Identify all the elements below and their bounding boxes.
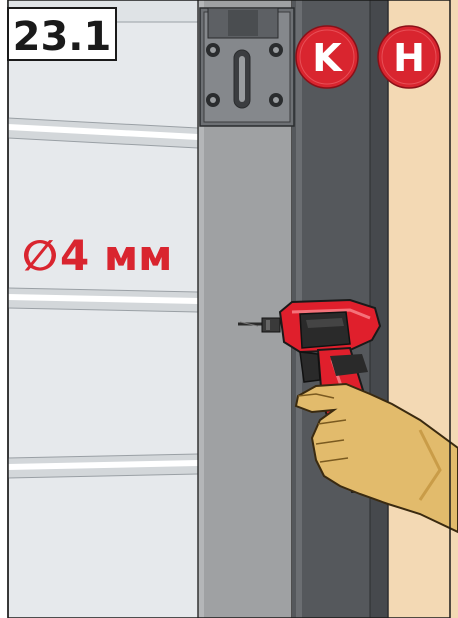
badge-h: H (378, 26, 440, 88)
step-number-box: 23.1 (8, 8, 116, 60)
step-number: 23.1 (13, 14, 112, 60)
hinge-plate-icon (200, 8, 294, 126)
diameter-value: 4 мм (60, 231, 173, 280)
door-panel (8, 0, 198, 618)
badge-letter-h: H (393, 36, 425, 80)
drill-diameter-label: ∅4 мм (22, 231, 173, 280)
badge-k: K (296, 26, 358, 88)
diameter-symbol: ∅ (22, 231, 58, 280)
badge-letter-k: K (312, 36, 343, 80)
